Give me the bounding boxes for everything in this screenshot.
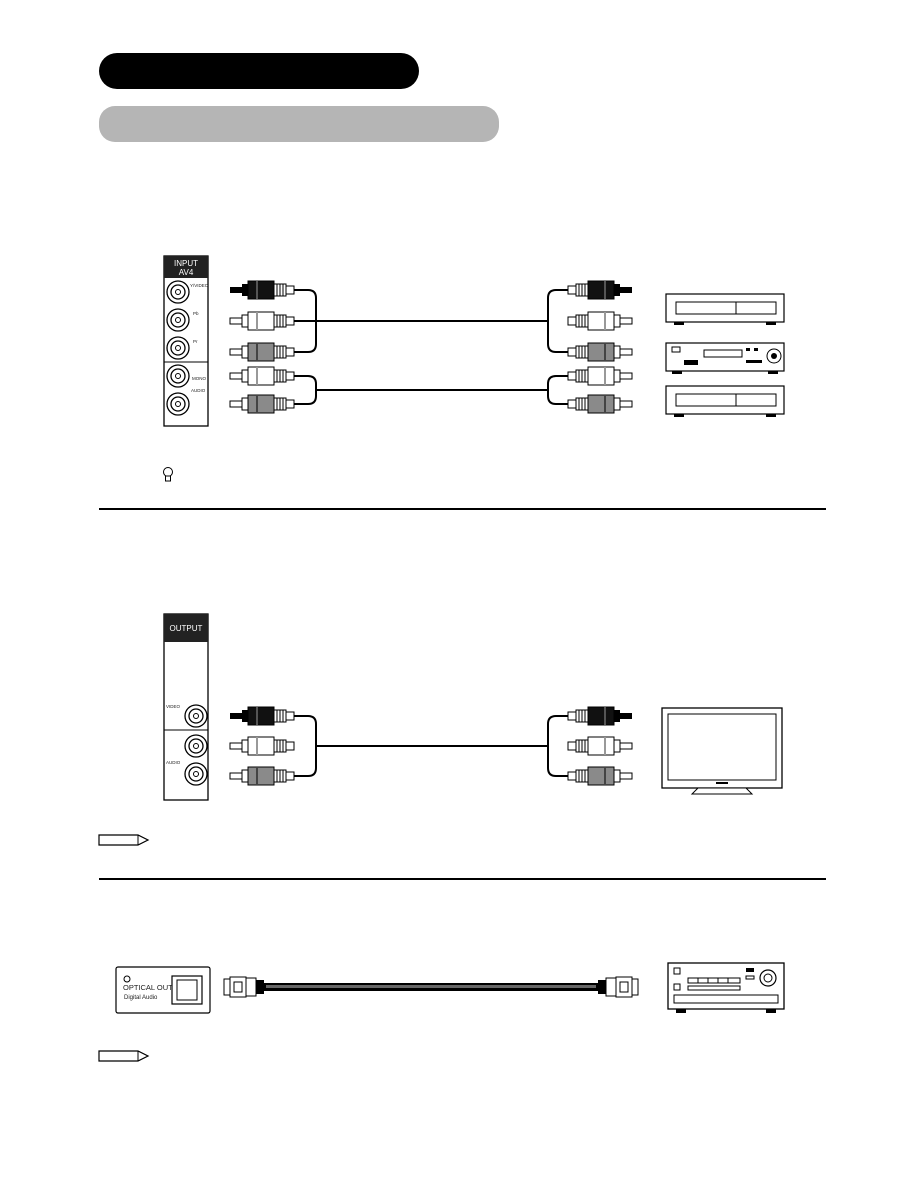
section-subheader-gray: [99, 106, 499, 142]
input-cables: [294, 289, 568, 405]
output-cable-left-plugs: [229, 706, 295, 786]
optical-out-panel: OPTICAL OUT Digital Audio: [115, 966, 211, 1014]
lightbulb-icon: [163, 467, 173, 482]
output-cable-right-plugs: [567, 706, 633, 786]
svg-text:Pr: Pr: [193, 339, 198, 344]
svg-text:OPTICAL OUT: OPTICAL OUT: [123, 983, 173, 992]
svg-text:Pb: Pb: [193, 311, 199, 316]
dvd-recorder-device: [665, 342, 785, 374]
section-header-black: [99, 53, 419, 89]
svg-text:MONO: MONO: [192, 376, 206, 381]
note-icon: [98, 834, 150, 846]
svg-text:VIDEO: VIDEO: [166, 704, 181, 709]
divider-2: [99, 878, 826, 880]
input-av4-panel: INPUT AV4 Y/VIDEO Pb Pr MONO AUDIO: [163, 255, 209, 427]
divider-1: [99, 508, 826, 510]
input-cable-right-plugs: [567, 280, 633, 414]
output-cables: [294, 715, 568, 777]
svg-text:Digital Audio: Digital Audio: [124, 995, 158, 1001]
svg-text:AV4: AV4: [179, 268, 194, 277]
svg-text:AUDIO: AUDIO: [166, 760, 181, 765]
vcr-device-1: [665, 293, 785, 326]
optical-cable: [223, 976, 639, 998]
note-icon-2: [98, 1050, 150, 1062]
svg-text:Y/VIDEO: Y/VIDEO: [190, 283, 209, 288]
amplifier-device: [667, 962, 785, 1013]
tv-monitor-device: [661, 707, 783, 795]
svg-text:INPUT: INPUT: [174, 259, 198, 268]
svg-text:AUDIO: AUDIO: [191, 388, 206, 393]
svg-text:OUTPUT: OUTPUT: [170, 624, 203, 633]
output-panel: OUTPUT VIDEO AUDIO: [163, 613, 209, 801]
input-cable-left-plugs: [229, 280, 295, 414]
vcr-device-2: [665, 385, 785, 418]
